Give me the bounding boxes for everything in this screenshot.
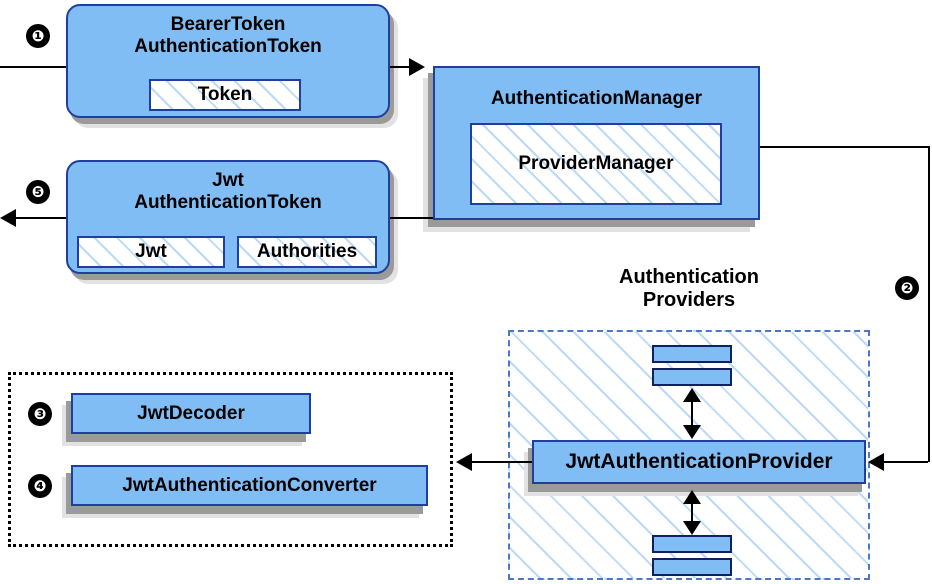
provider-manager-label: ProviderManager [518, 153, 674, 174]
node-jwt-authentication-converter[interactable]: JwtAuthenticationConverter [71, 465, 428, 506]
step-badge-2: ❷ [895, 276, 919, 300]
jwt-decoder-title: JwtDecoder [137, 403, 245, 424]
bearer-token-title-line1: BearerToken [170, 14, 286, 35]
authentication-manager-title: AuthenticationManager [490, 88, 703, 109]
flow-line-provider-to-support [470, 461, 532, 463]
jwt-token-inner-authorities-label: Authorities [256, 241, 358, 262]
provider-stack-bar-top-1 [652, 345, 732, 363]
node-jwt-authentication-provider[interactable]: JwtAuthenticationProvider [532, 440, 866, 484]
provider-stack-bar-bottom-1 [652, 535, 732, 553]
flow-arrow-into-support [456, 453, 472, 471]
jwt-token-inner-authorities: Authorities [237, 236, 377, 268]
jwt-token-inner-jwt-label: Jwt [135, 241, 167, 262]
flow-arrow-request-in [409, 58, 425, 76]
step-badge-5: ❺ [26, 180, 50, 204]
jwt-authentication-provider-title: JwtAuthenticationProvider [565, 450, 833, 473]
provider-link-line-lower [691, 496, 693, 528]
flow-line-manager-to-provider-right [928, 146, 930, 462]
provider-link-line-upper [691, 394, 693, 432]
provider-link-arrow-down-lower [683, 521, 701, 535]
flow-line-manager-to-provider-top [760, 146, 930, 148]
bearer-token-title-line2: AuthenticationToken [134, 35, 322, 57]
jwt-support-container [8, 372, 453, 547]
step-badge-3: ❸ [28, 402, 52, 426]
flow-line-manager-to-provider-bottom [882, 461, 928, 463]
provider-link-arrow-up-lower [683, 490, 701, 504]
flow-arrow-response-out [0, 209, 16, 227]
bearer-token-inner-token: Token [149, 79, 301, 111]
provider-stack-bar-bottom-2 [652, 558, 732, 576]
flow-arrow-into-provider [868, 453, 884, 471]
authentication-manager-inner-provider-manager: ProviderManager [470, 123, 722, 205]
jwt-token-title-line2: AuthenticationToken [134, 191, 322, 213]
step-badge-4: ❹ [28, 474, 52, 498]
provider-stack-bar-top-2 [652, 368, 732, 386]
bearer-token-inner-token-label: Token [197, 84, 253, 105]
jwt-authentication-converter-title: JwtAuthenticationConverter [122, 475, 377, 496]
provider-link-arrow-down-upper [683, 425, 701, 439]
provider-link-arrow-up-upper [683, 388, 701, 402]
jwt-token-title-line1: Jwt [212, 170, 244, 191]
step-badge-1: ❶ [26, 24, 50, 48]
node-jwt-decoder[interactable]: JwtDecoder [71, 393, 311, 434]
jwt-token-inner-jwt: Jwt [77, 236, 225, 268]
